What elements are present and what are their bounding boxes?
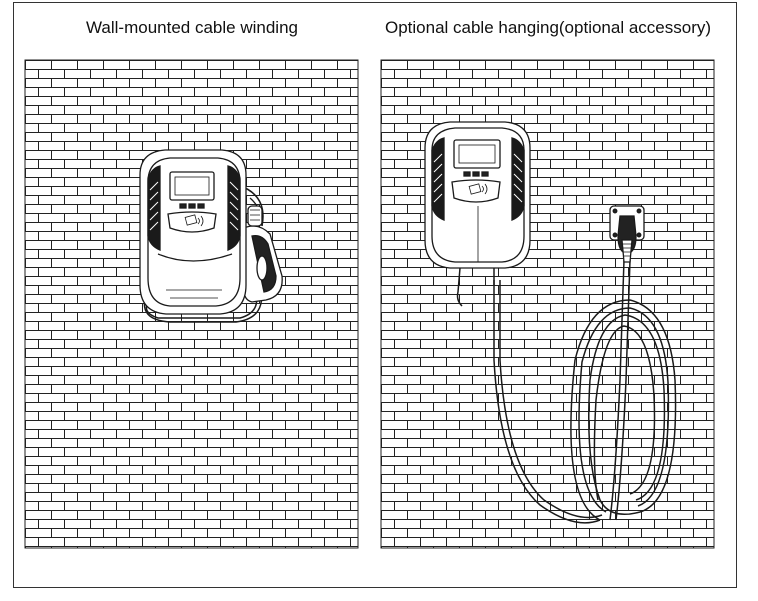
left-charger-with-wound-cable (139, 149, 283, 323)
right-charger-with-hanging-cable (424, 121, 677, 524)
left-panel-caption: Wall-mounted cable winding (86, 18, 298, 37)
figure-frame (13, 2, 737, 588)
right-panel-caption: Optional cable hanging(optional accessor… (384, 18, 712, 37)
